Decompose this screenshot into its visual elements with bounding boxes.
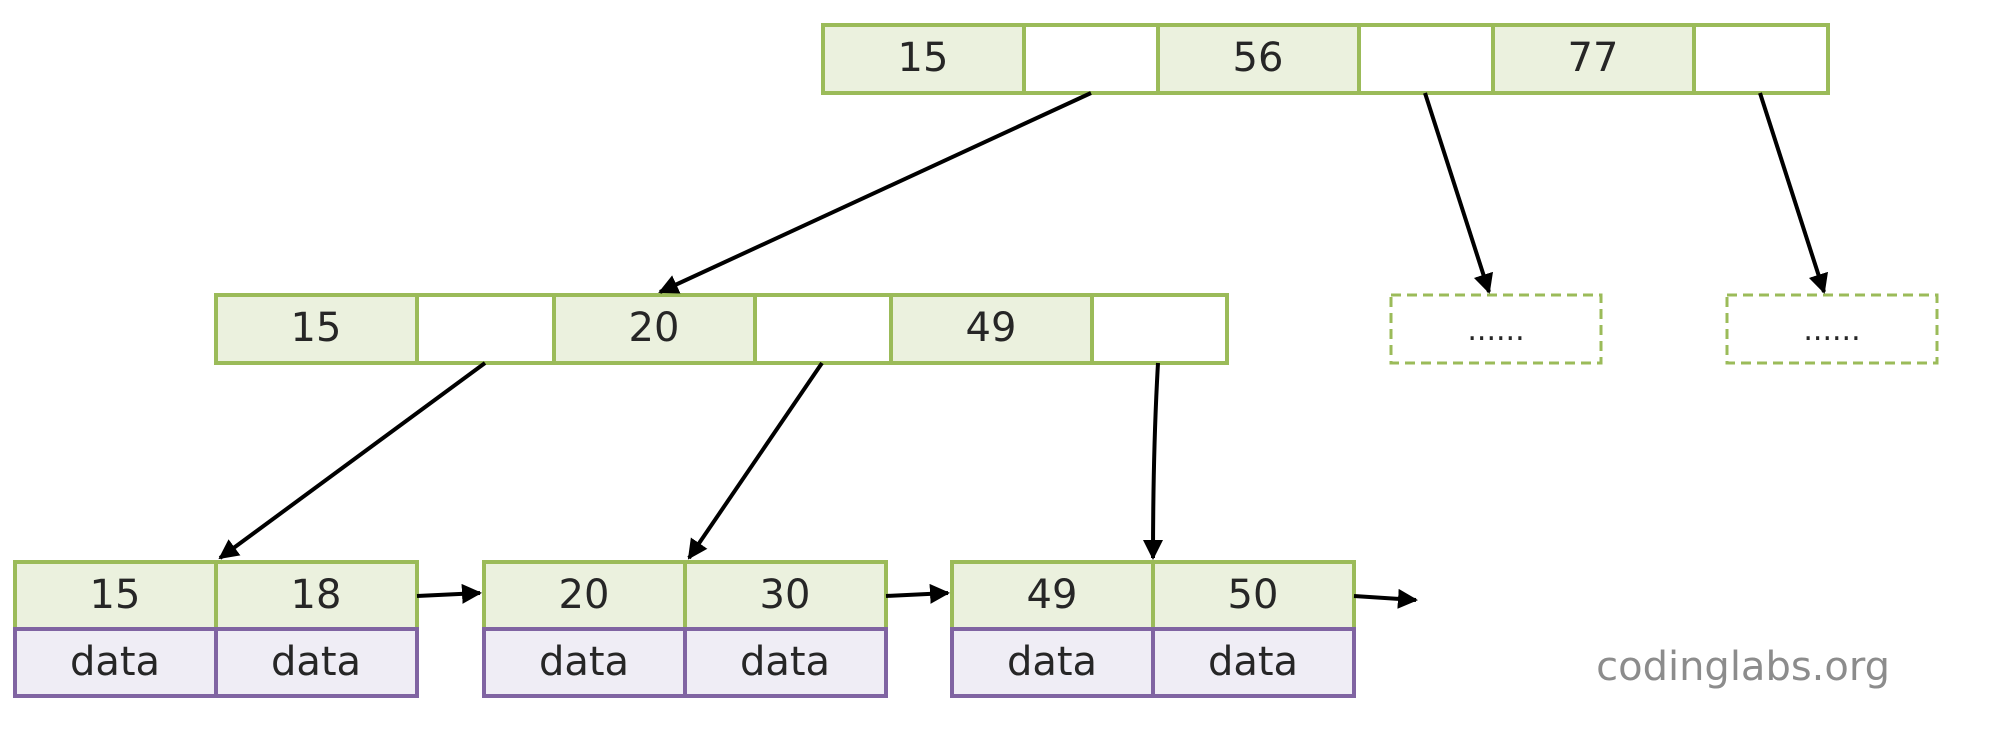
- leaf-1-data-cell-2: [214, 627, 419, 698]
- root-pointer-cell-1: [1022, 23, 1160, 95]
- root-key-2: 56: [1233, 35, 1284, 81]
- placeholder-dots-1: ......: [1467, 313, 1524, 348]
- internal-key-3: 49: [966, 305, 1017, 351]
- leaf-1-key-cell-2: [214, 560, 419, 631]
- leaf-1-key-cell-1: [13, 560, 218, 631]
- placeholder-node-1: ......: [1389, 293, 1603, 365]
- leaf-1-data-cell-1: [13, 627, 218, 698]
- leaf-1-key-1: 15: [90, 572, 141, 618]
- internal-node: 15 20 49: [214, 293, 1229, 365]
- internal-pointer-cell-3: [1090, 293, 1229, 365]
- placeholder-node-2: ......: [1725, 293, 1939, 365]
- leaf-2-key-2: 30: [760, 572, 811, 618]
- root-key-cell-1: [821, 23, 1026, 95]
- root-pointer-cell-2: [1357, 23, 1495, 95]
- internal-pointer-cell-2: [753, 293, 893, 365]
- leaf-3-data-cell-2: [1151, 627, 1356, 698]
- leaf-node-2: 20 30 data data: [482, 560, 888, 698]
- leaf-3-key-cell-1: [950, 560, 1155, 631]
- pointer-arrows: [218, 91, 1829, 609]
- root-key-3: 77: [1568, 35, 1619, 81]
- leaf-3-key-1: 49: [1027, 572, 1078, 618]
- root-key-cell-3: [1491, 23, 1696, 95]
- arrow-internal-to-leaf-1: [218, 361, 487, 560]
- placeholder-dots-2: ......: [1803, 313, 1860, 348]
- leaf-3-data-2: data: [1208, 639, 1298, 685]
- arrow-leaf-1-to-leaf-2: [416, 583, 482, 604]
- root-pointer-cell-3: [1692, 23, 1830, 95]
- watermark: codinglabs.org: [1596, 644, 1890, 690]
- leaf-node-3: 49 50 data data: [950, 560, 1356, 698]
- leaf-3-data-1: data: [1007, 639, 1097, 685]
- arrow-internal-to-leaf-2: [687, 361, 824, 560]
- arrow-leaf-2-to-leaf-3: [885, 583, 950, 604]
- arrow-leaf-3-next: [1353, 588, 1418, 609]
- leaf-1-key-2: 18: [291, 572, 342, 618]
- arrow-internal-to-leaf-3: [1143, 362, 1164, 560]
- leaf-2-data-1: data: [539, 639, 629, 685]
- internal-pointer-cell-1: [415, 293, 556, 365]
- arrow-root-to-internal: [658, 91, 1092, 294]
- internal-key-1: 15: [291, 305, 342, 351]
- leaf-node-1: 15 18 data data: [13, 560, 419, 698]
- leaf-3-data-cell-1: [950, 627, 1155, 698]
- root-key-cell-2: [1156, 23, 1361, 95]
- arrow-root-to-placeholder-2: [1758, 92, 1829, 294]
- placeholder-box-2: [1725, 293, 1939, 365]
- internal-key-cell-2: [552, 293, 757, 365]
- internal-key-cell-3: [889, 293, 1094, 365]
- leaf-2-data-cell-2: [683, 627, 888, 698]
- arrow-root-to-placeholder-1: [1423, 92, 1494, 294]
- leaf-3-key-2: 50: [1228, 572, 1279, 618]
- leaf-2-data-2: data: [740, 639, 830, 685]
- leaf-1-data-1: data: [70, 639, 160, 685]
- leaf-2-data-cell-1: [482, 627, 687, 698]
- internal-key-2: 20: [629, 305, 680, 351]
- root-node: 15 56 77: [821, 23, 1830, 95]
- leaf-1-data-2: data: [271, 639, 361, 685]
- leaf-2-key-1: 20: [559, 572, 610, 618]
- placeholder-box-1: [1389, 293, 1603, 365]
- root-key-1: 15: [898, 35, 949, 81]
